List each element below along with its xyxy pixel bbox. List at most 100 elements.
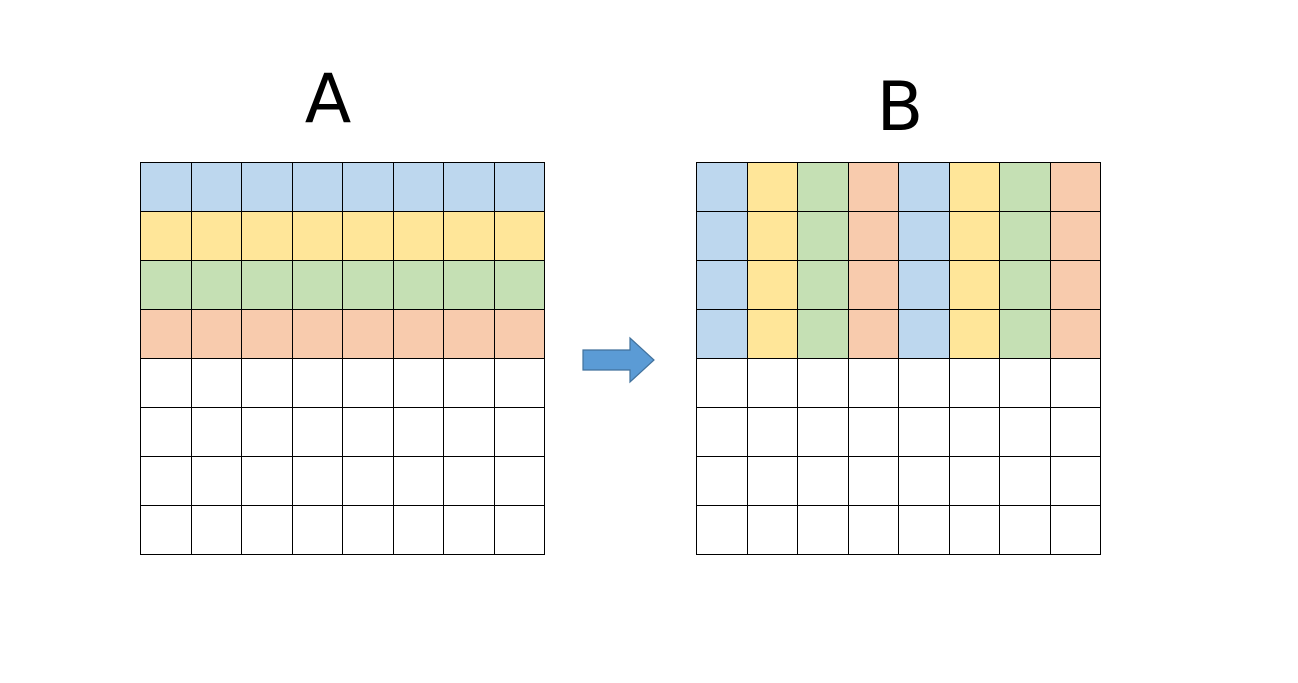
grid-b-cell xyxy=(747,212,798,261)
grid-b-cell xyxy=(747,261,798,310)
grid-a-cell xyxy=(494,310,545,359)
grid-a-cell xyxy=(393,408,444,457)
grid-a-cell xyxy=(292,359,343,408)
grid-b-cell xyxy=(1000,408,1051,457)
grid-a xyxy=(140,162,545,555)
grid-b-cell xyxy=(1000,457,1051,506)
grid-a-cell xyxy=(191,506,242,555)
grid-b-cell xyxy=(798,163,849,212)
grid-a-cell xyxy=(141,506,192,555)
grid-b-cell xyxy=(747,310,798,359)
grid-a-cell xyxy=(444,261,495,310)
grid-b-cell xyxy=(1000,506,1051,555)
grid-b xyxy=(696,162,1101,555)
grid-a-cell xyxy=(242,408,293,457)
grid-a-cell xyxy=(242,506,293,555)
grid-b-cell xyxy=(848,408,899,457)
grid-b-cell xyxy=(697,261,748,310)
grid-a-cell xyxy=(393,310,444,359)
grid-a-cell xyxy=(494,212,545,261)
grid-a-cell xyxy=(494,359,545,408)
grid-a-cell xyxy=(494,163,545,212)
grid-a-cell xyxy=(444,163,495,212)
grid-b-cell xyxy=(747,163,798,212)
grid-a-cell xyxy=(444,457,495,506)
grid-b-cell xyxy=(747,506,798,555)
grid-b-cell xyxy=(949,163,1000,212)
grid-a-cell xyxy=(343,212,394,261)
grid-a-cell xyxy=(292,457,343,506)
grid-b-cell xyxy=(899,163,950,212)
grid-b-cell xyxy=(899,310,950,359)
grid-b-cell xyxy=(848,310,899,359)
grid-a-cell xyxy=(242,457,293,506)
grid-a-cell xyxy=(494,261,545,310)
grid-a-cell xyxy=(141,359,192,408)
grid-a-cell xyxy=(141,212,192,261)
grid-b-cell xyxy=(949,506,1000,555)
grid-a-cell xyxy=(393,359,444,408)
grid-a-cell xyxy=(494,457,545,506)
grid-a-cell xyxy=(393,212,444,261)
grid-a-label: A xyxy=(304,60,352,139)
grid-b-cell xyxy=(697,457,748,506)
grid-b-cell xyxy=(1050,212,1101,261)
grid-b-cell xyxy=(899,408,950,457)
grid-b-label: B xyxy=(876,68,924,147)
grid-b-cell xyxy=(697,408,748,457)
grid-b-cell xyxy=(747,408,798,457)
grid-b-cell xyxy=(1050,163,1101,212)
grid-b-cell xyxy=(1000,359,1051,408)
grid-b-cell xyxy=(1000,163,1051,212)
grid-b-cell xyxy=(848,457,899,506)
grid-b-cell xyxy=(848,359,899,408)
grid-a-cell xyxy=(292,408,343,457)
grid-a-cell xyxy=(292,261,343,310)
grid-b-cell xyxy=(949,310,1000,359)
grid-a-cell xyxy=(292,506,343,555)
grid-a-cell xyxy=(191,261,242,310)
grid-a-cell xyxy=(343,359,394,408)
right-arrow-icon xyxy=(582,336,655,384)
grid-a-cell xyxy=(494,408,545,457)
grid-b-cell xyxy=(798,408,849,457)
grid-b-cell xyxy=(899,261,950,310)
grid-a-cell xyxy=(242,310,293,359)
grid-a-cell xyxy=(191,359,242,408)
grid-a-cell xyxy=(343,408,394,457)
grid-b-cell xyxy=(949,408,1000,457)
grid-a-cell xyxy=(343,261,394,310)
grid-b-cell xyxy=(899,359,950,408)
grid-b-cell xyxy=(798,310,849,359)
grid-b-cell xyxy=(798,457,849,506)
grid-a-cell xyxy=(242,163,293,212)
grid-b-cell xyxy=(798,261,849,310)
grid-a-cell xyxy=(343,310,394,359)
grid-a-cell xyxy=(444,212,495,261)
grid-b-cell xyxy=(1050,261,1101,310)
grid-b-cell xyxy=(1050,359,1101,408)
grid-b-cell xyxy=(848,506,899,555)
grid-a-cell xyxy=(242,261,293,310)
grid-b-cell xyxy=(899,506,950,555)
grid-b-cell xyxy=(798,212,849,261)
grid-a-cell xyxy=(242,212,293,261)
grid-a-cell xyxy=(242,359,293,408)
grid-b-cell xyxy=(798,506,849,555)
grid-a-cell xyxy=(191,457,242,506)
grid-b-cell xyxy=(1000,261,1051,310)
grid-a-cell xyxy=(292,163,343,212)
grid-a-cell xyxy=(444,359,495,408)
grid-a-cell xyxy=(444,408,495,457)
grid-a-cell xyxy=(393,457,444,506)
grid-a-cell xyxy=(292,310,343,359)
grid-b-cell xyxy=(697,310,748,359)
grid-a-cell xyxy=(393,506,444,555)
grid-b-cell xyxy=(949,212,1000,261)
grid-a-cell xyxy=(141,408,192,457)
grid-a-cell xyxy=(191,163,242,212)
grid-a-cell xyxy=(141,310,192,359)
grid-b-cell xyxy=(848,212,899,261)
grid-a-cell xyxy=(343,163,394,212)
grid-a-cell xyxy=(343,506,394,555)
